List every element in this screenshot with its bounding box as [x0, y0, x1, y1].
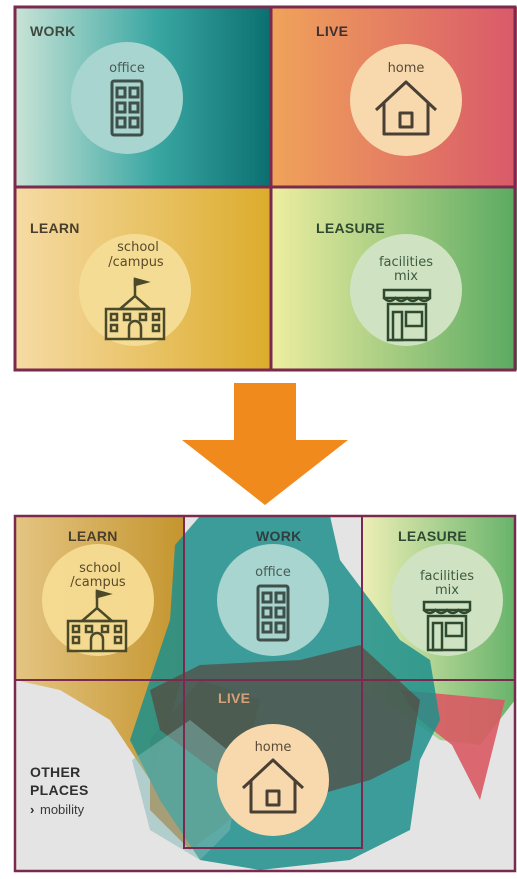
learn-circle-label-2: /campus [108, 255, 164, 270]
bottom-leisure-circle [391, 544, 503, 656]
work-circle [71, 42, 183, 154]
storefront-icon [382, 288, 432, 342]
bottom-work-title: WORK [256, 528, 302, 544]
bottom-leisure-label-1: facilities [420, 569, 474, 584]
live-title: LIVE [316, 23, 348, 39]
house-icon [374, 80, 438, 136]
other-places-mobility: mobility [40, 802, 85, 817]
teal-fade-region [132, 720, 240, 860]
bottom-learn-title: LEARN [68, 528, 118, 544]
down-arrow-icon [182, 383, 348, 505]
live-circle-label: home [388, 61, 425, 76]
bottom-office-building-icon [256, 584, 290, 642]
other-places-line1: OTHER [30, 764, 81, 780]
bottom-learn-label-2: /campus [70, 575, 126, 590]
bottom-work-circle [217, 544, 329, 656]
live-circle [350, 44, 462, 156]
other-places-line2: PLACES [30, 782, 89, 798]
leisure-circle-label-2: mix [394, 269, 418, 284]
bottom-live-circle [217, 724, 329, 836]
leisure-circle-label-1: facilities [379, 255, 433, 270]
leisure-title: LEASURE [316, 220, 385, 236]
bottom-work-label: office [255, 565, 291, 580]
bottom-leisure-label-2: mix [435, 583, 459, 598]
work-circle-label: office [109, 61, 145, 76]
bottom-grid: LEARN school /campus WORK office LEASURE… [13, 514, 517, 873]
bottom-leisure-title: LEASURE [398, 528, 467, 544]
work-title: WORK [30, 23, 76, 39]
office-building-icon [110, 79, 144, 137]
bottom-storefront-icon [422, 600, 472, 652]
bottom-house-icon [241, 758, 305, 814]
school-building-icon [104, 277, 166, 341]
bottom-live-label: home [255, 740, 292, 755]
bottom-learn-label-1: school [79, 561, 121, 576]
bottom-live-title: LIVE [218, 690, 250, 706]
learn-title: LEARN [30, 220, 80, 236]
live-frame [183, 679, 363, 849]
top-grid: WORK office LIVE home LEARN school /camp… [13, 5, 517, 372]
bottom-school-building-icon [66, 589, 128, 653]
chevron-right-icon: › [30, 802, 34, 817]
learn-circle-label-1: school [117, 240, 159, 255]
